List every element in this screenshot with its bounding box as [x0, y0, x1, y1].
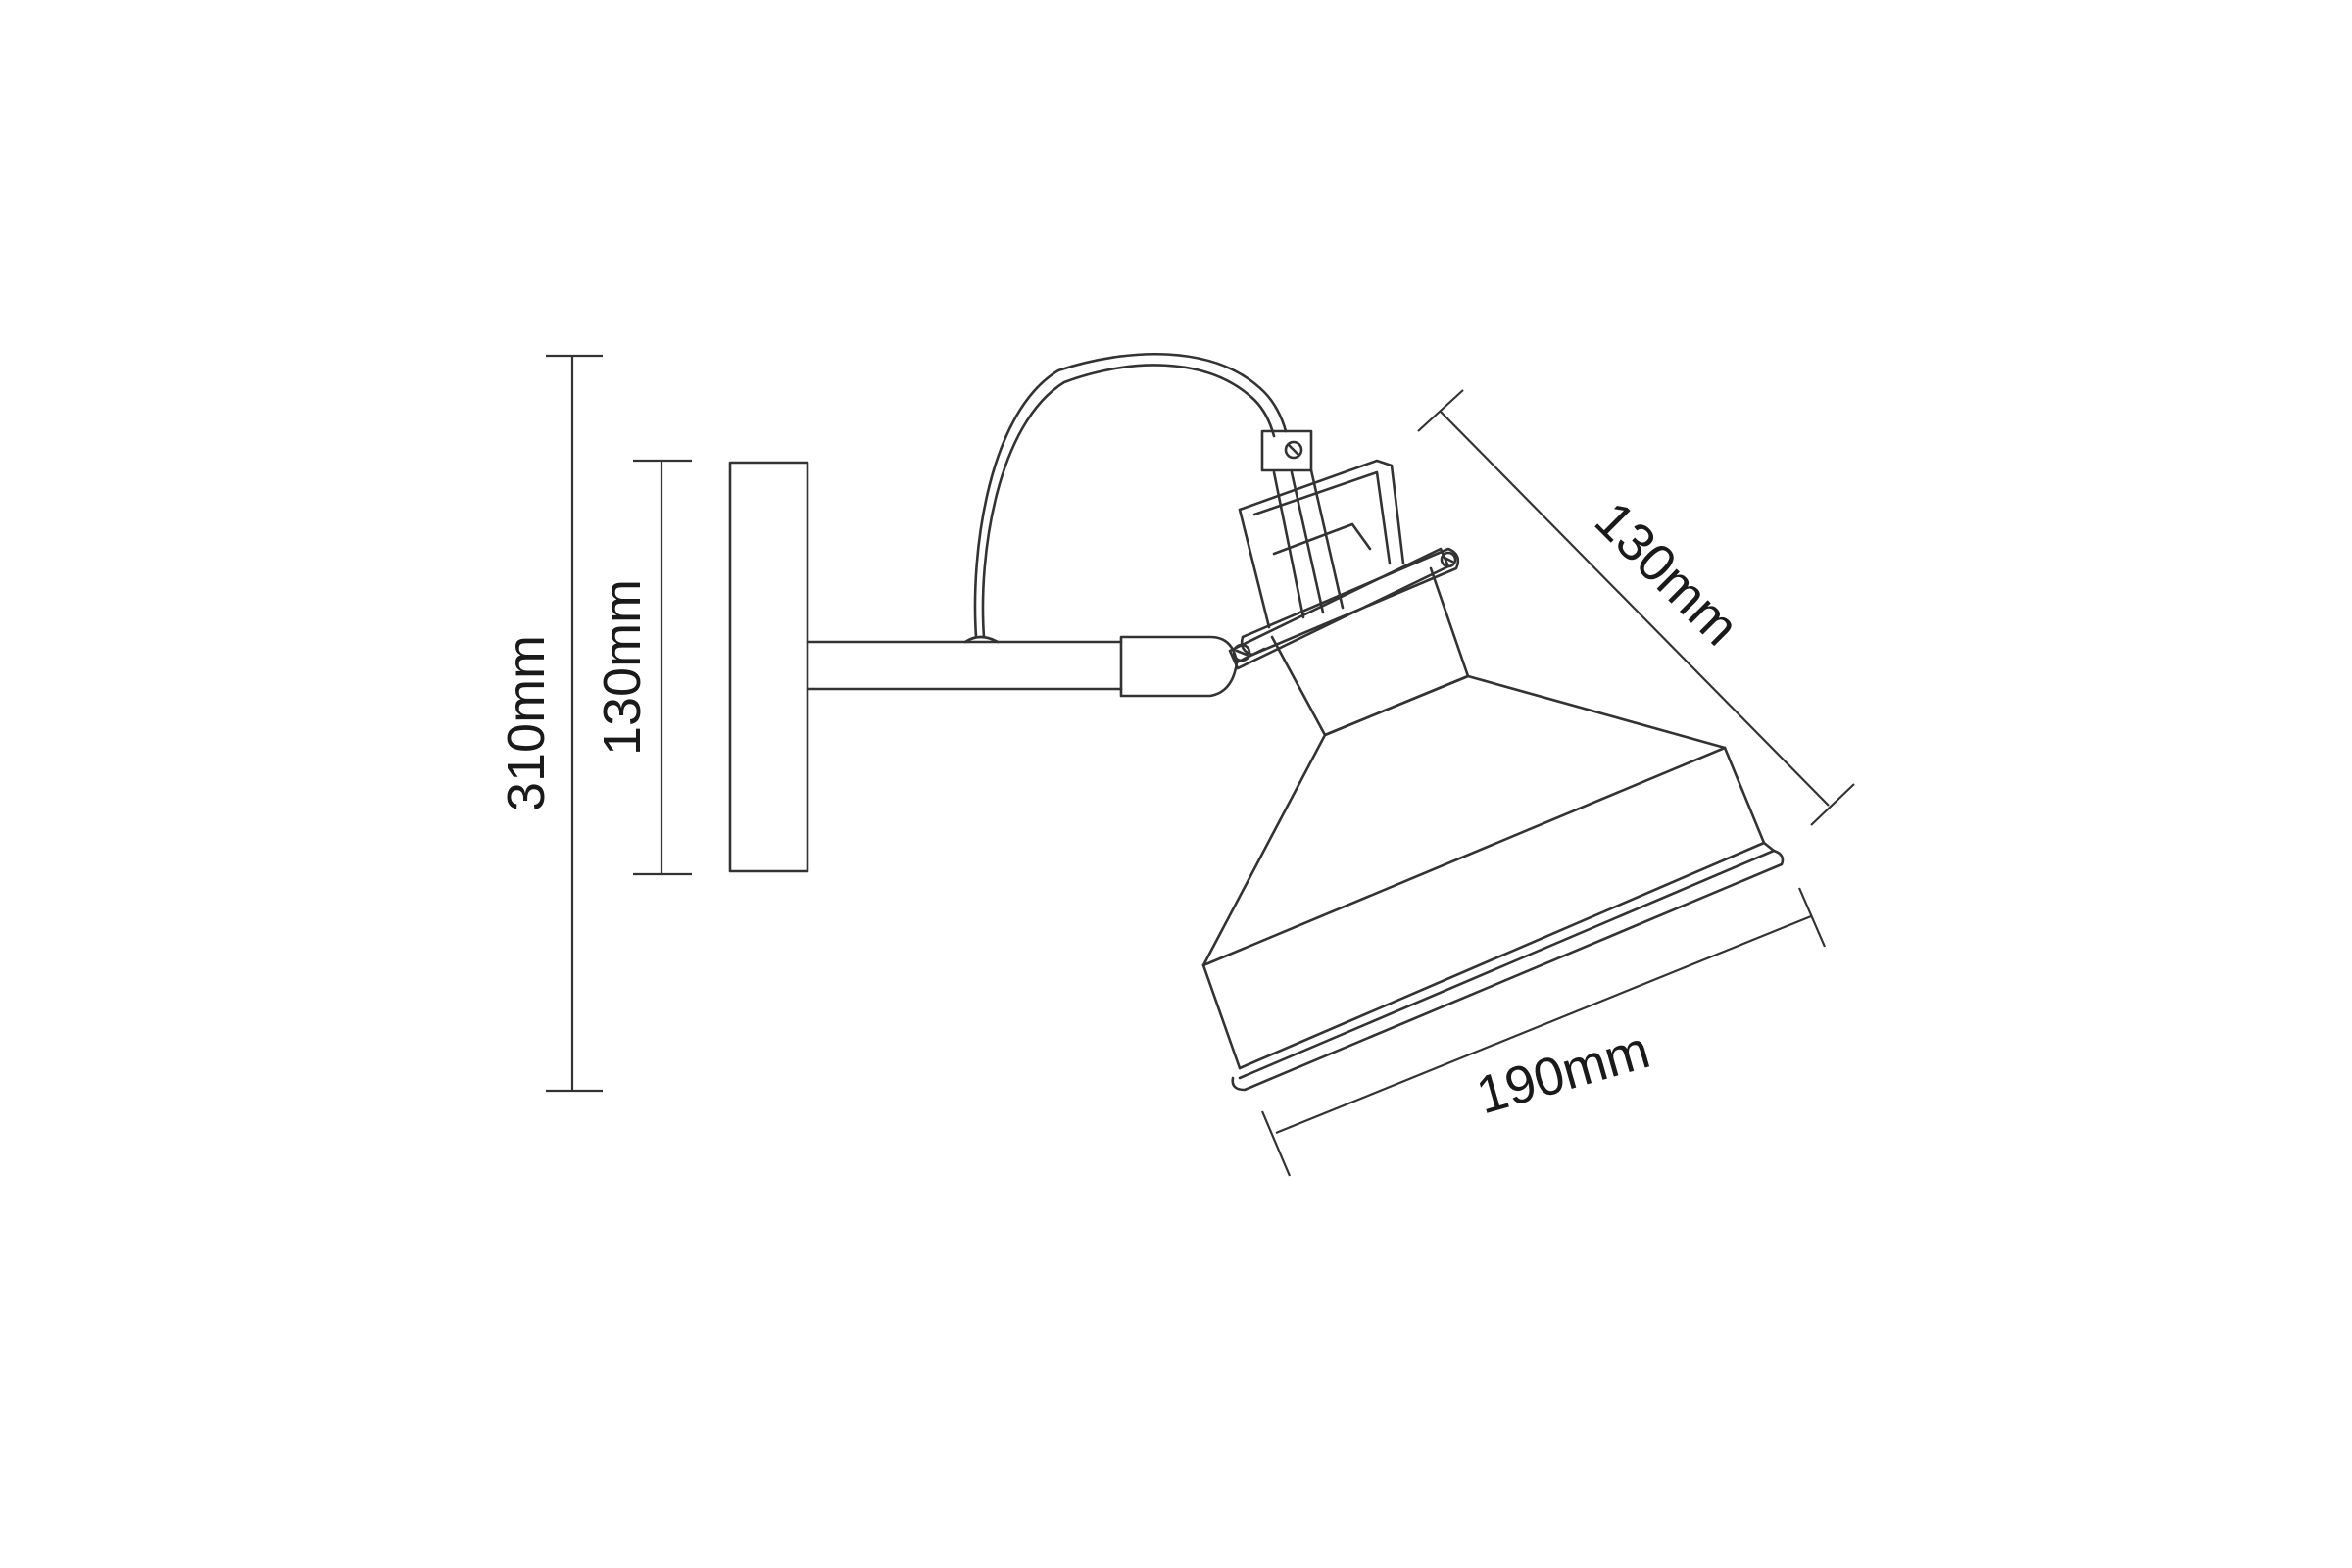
- power-cable: [973, 352, 1288, 639]
- clamp-screw: [1284, 440, 1303, 460]
- cage-wire-outer: [1238, 459, 1405, 565]
- dimension-label-backplate-height: 130mm: [593, 579, 652, 756]
- dimension-backplate-height: 130mm: [593, 459, 692, 876]
- dimension-line: [1440, 411, 1830, 807]
- dimension-label-shade-height: 130mm: [1584, 490, 1750, 657]
- arm: [806, 635, 1123, 691]
- dimension-tick-bottom: [1810, 783, 1855, 826]
- cable-entry: [963, 635, 1000, 644]
- dimension-shade-height: 130mm: [1417, 389, 1855, 826]
- collar-screw: [1440, 551, 1457, 568]
- lamp-shade: [1201, 566, 1785, 1092]
- dimension-total-height: 310mm: [497, 354, 603, 1093]
- power-cable-inner: [981, 364, 1276, 639]
- dimension-tick-left: [1260, 1110, 1292, 1177]
- dimension-tick-right: [1797, 887, 1827, 948]
- cage-bracket: [1238, 429, 1405, 629]
- shade-collar: [1240, 547, 1460, 657]
- dimension-label-shade-diameter: 190mm: [1470, 1020, 1656, 1125]
- dimension-tick-top: [1417, 389, 1464, 432]
- backplate: [728, 461, 809, 873]
- dimension-line: [1275, 914, 1812, 1135]
- dimension-label-total-height: 310mm: [497, 635, 556, 811]
